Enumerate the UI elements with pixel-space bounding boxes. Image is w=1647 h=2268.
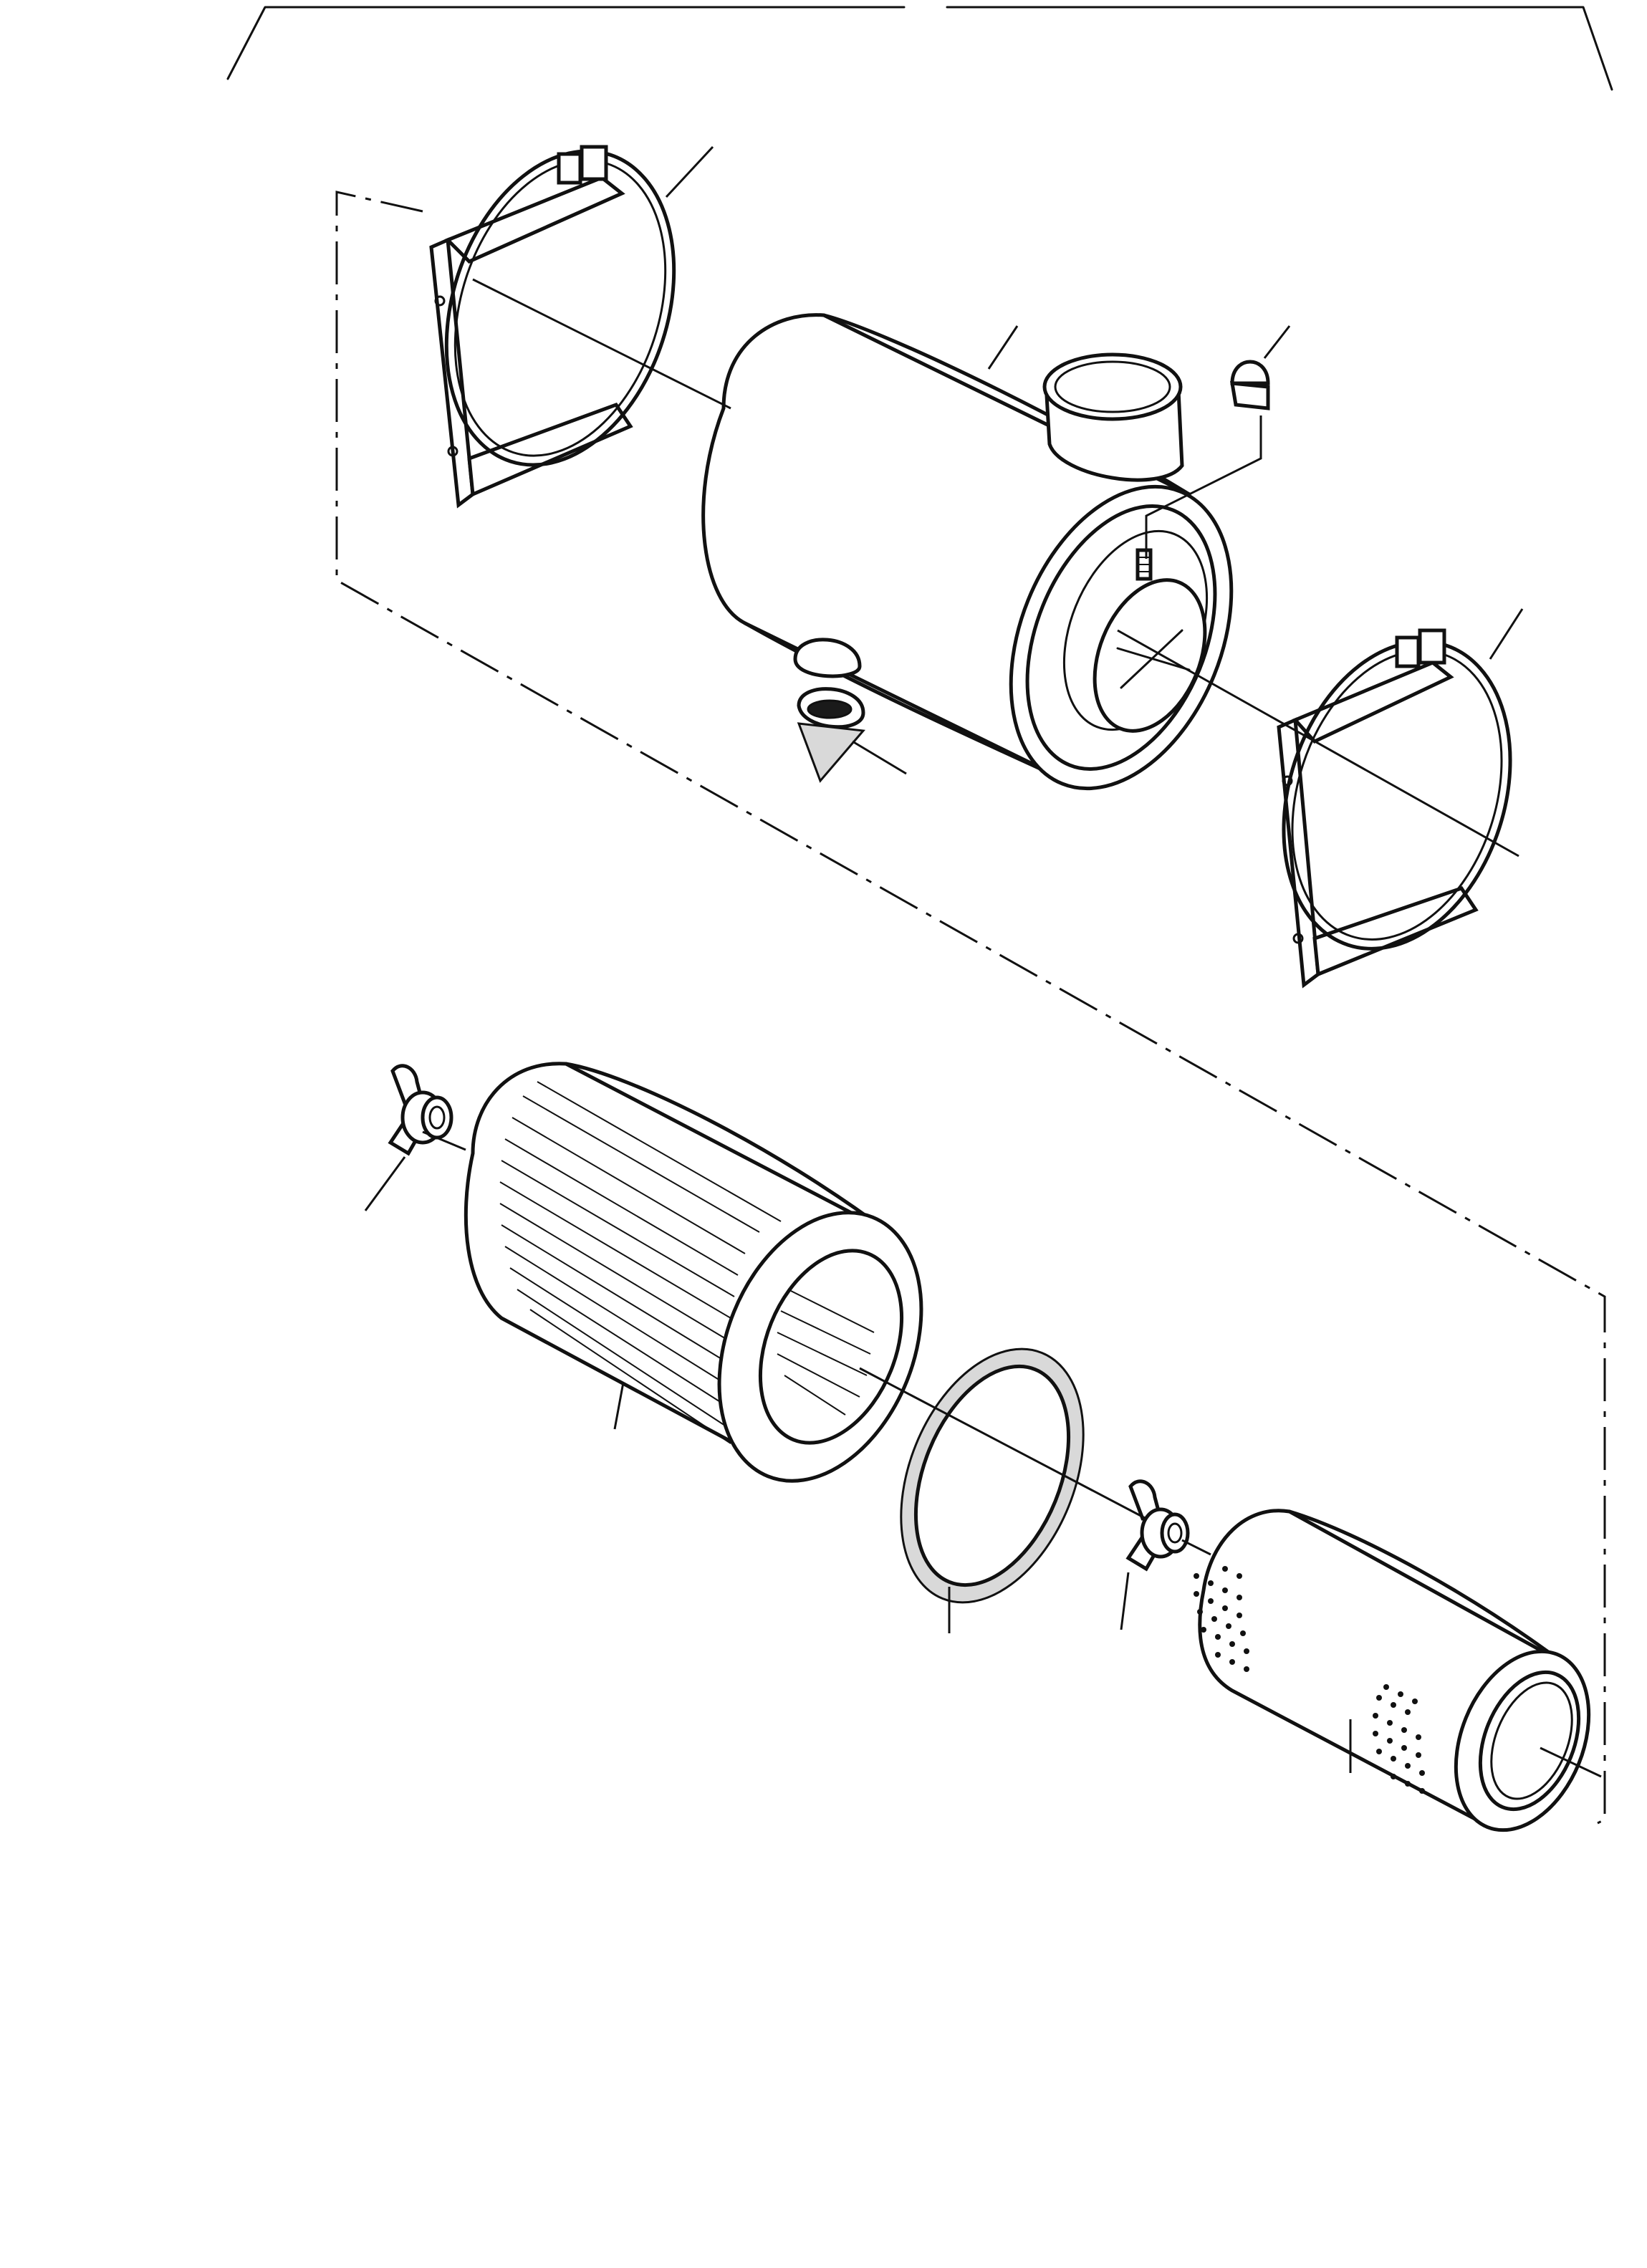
air-cleaner-body <box>701 313 1234 791</box>
frame-top <box>226 6 1613 91</box>
dust-valve <box>793 638 865 783</box>
inner-safety-element <box>1194 1509 1591 1832</box>
mounting-band-right <box>1277 628 1512 989</box>
assembly-dash-lines <box>335 191 1606 1825</box>
leader-lines <box>364 145 1524 1773</box>
gasket <box>900 1347 1085 1604</box>
center-axes <box>422 278 1602 1778</box>
wing-nut-outer <box>388 1064 453 1156</box>
mounting-band-left <box>429 145 676 509</box>
outer-filter-element <box>464 1062 923 1483</box>
cap-nut <box>1229 360 1270 410</box>
wing-nut-inner <box>1125 1479 1190 1572</box>
